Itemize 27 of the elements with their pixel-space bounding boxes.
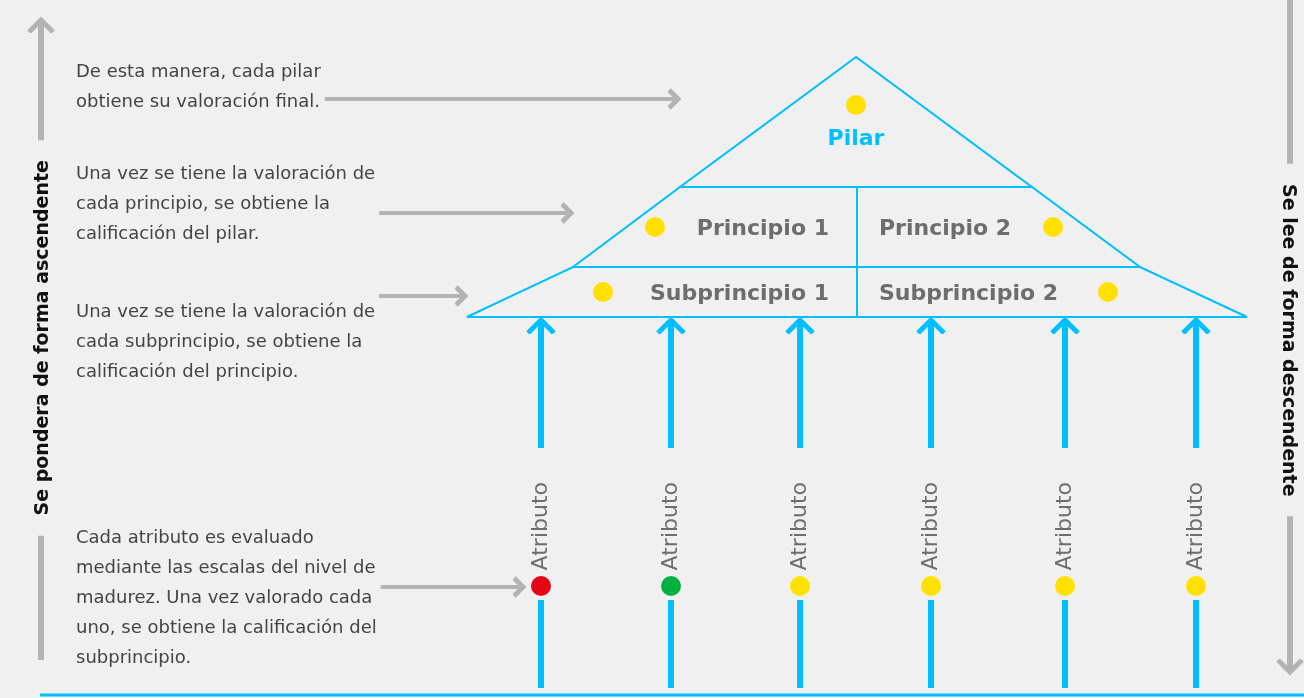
note-text: Una vez se tiene la valoración de cada subprincipio, se obtiene la calificación del principio. bbox=[76, 296, 391, 386]
note-text: De esta manera, cada pilar obtiene su valoración final. bbox=[76, 56, 391, 116]
section-label: Subprincipio 2 bbox=[879, 279, 1058, 305]
arrow bbox=[1049, 317, 1081, 448]
note-text: Una vez se tiene la valoración de cada principio, se obtiene la calificación del pilar. bbox=[76, 158, 391, 248]
arrow bbox=[1180, 317, 1212, 448]
attribute-label: Atributo bbox=[1051, 481, 1076, 570]
arrow bbox=[784, 317, 816, 448]
section-label: Principio 1 bbox=[696, 214, 829, 240]
side-label: Se pondera de forma ascendente bbox=[30, 160, 52, 516]
arrow bbox=[915, 317, 947, 448]
section-label: Principio 2 bbox=[879, 214, 1012, 240]
arrow bbox=[379, 284, 468, 308]
side-label: Se lee de forma descendente bbox=[1279, 183, 1301, 497]
attribute-label: Atributo bbox=[1182, 481, 1207, 570]
attribute-label: Atributo bbox=[527, 481, 552, 570]
note-text: Cada atributo es evaluado mediante las escalas del nivel de madurez. Una vez valorado cada uno, se obtiene la calificación del subprincipio. bbox=[76, 522, 391, 672]
arrow bbox=[525, 317, 557, 448]
arrow bbox=[380, 575, 526, 599]
arrow bbox=[324, 87, 681, 111]
attribute-label: Atributo bbox=[786, 481, 811, 570]
arrow bbox=[379, 201, 574, 225]
attribute-label: Atributo bbox=[917, 481, 942, 570]
section-title: Pilar bbox=[827, 124, 885, 150]
section-label: Subprincipio 1 bbox=[650, 279, 829, 305]
attribute-label: Atributo bbox=[657, 481, 682, 570]
arrow bbox=[655, 317, 687, 448]
